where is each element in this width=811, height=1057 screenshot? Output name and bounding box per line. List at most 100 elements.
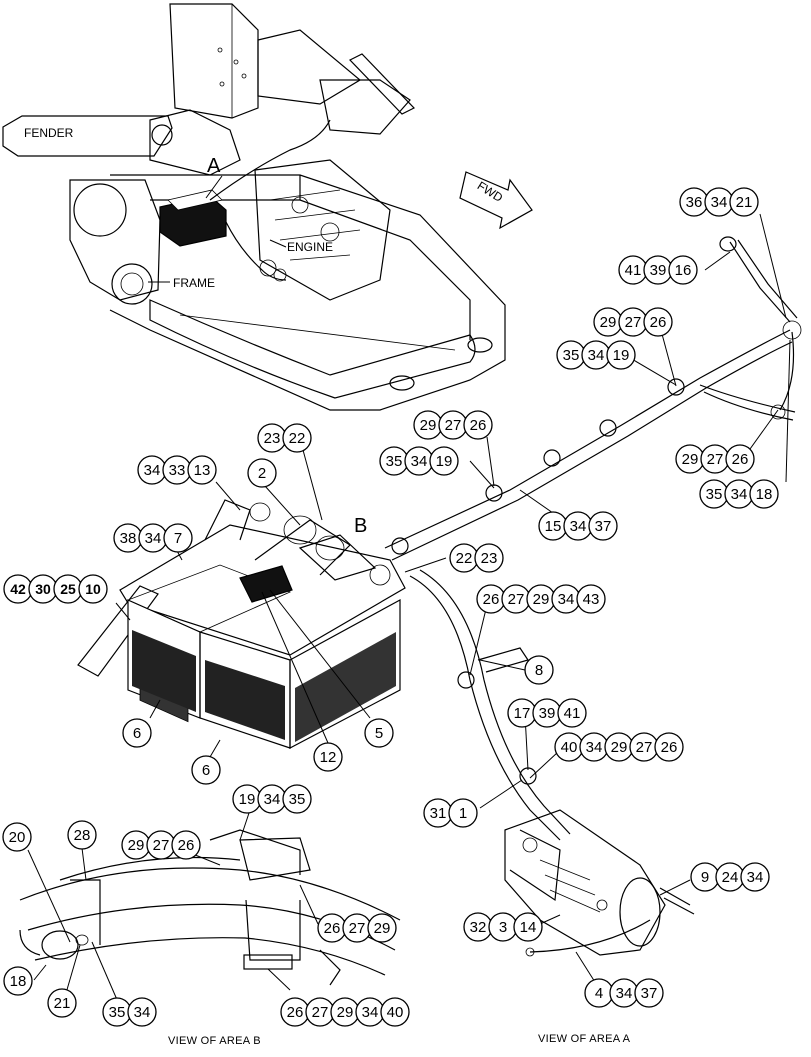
callout-number: 39 <box>539 705 556 722</box>
callout-balloon <box>122 718 152 748</box>
callout-number: 27 <box>625 314 642 331</box>
callout-number: 32 <box>470 919 487 936</box>
callout-number: 33 <box>169 462 186 479</box>
callout-balloon <box>187 455 217 485</box>
callout-number: 34 <box>711 194 728 211</box>
callout-number: 27 <box>445 417 462 434</box>
callout-balloon <box>513 912 543 942</box>
callout-number: 19 <box>239 791 256 808</box>
callout-balloon <box>557 698 587 728</box>
callout-number: 36 <box>686 194 703 211</box>
callout-number: 29 <box>337 1004 354 1021</box>
callout-number: 34 <box>616 985 633 1002</box>
callout-balloon <box>313 742 343 772</box>
callout-number: 26 <box>470 417 487 434</box>
callout-number: 34 <box>264 791 281 808</box>
callout-35-34-18: 35 34 18 <box>699 479 779 509</box>
callout-29-27-26-a: 29 27 26 <box>593 307 673 337</box>
callout-number: 16 <box>675 262 692 279</box>
callout-balloon <box>606 340 636 370</box>
callout-balloon <box>380 997 410 1027</box>
callout-number: 8 <box>535 662 543 679</box>
callout-number: 15 <box>545 518 562 535</box>
callout-balloon <box>171 830 201 860</box>
callout-35-34: 35 34 <box>102 997 157 1027</box>
callout-number: 18 <box>756 486 773 503</box>
callout-number: 12 <box>320 749 337 766</box>
callout-number: 19 <box>613 347 630 364</box>
callout-balloon <box>749 479 779 509</box>
callout-number: 34 <box>731 486 748 503</box>
callout-number: 27 <box>707 451 724 468</box>
callout-number: 34 <box>586 739 603 756</box>
area-a-label: A <box>207 155 221 177</box>
callout-20: 20 <box>2 822 32 852</box>
callout-number: 9 <box>701 869 709 886</box>
machine-overview: A FENDER FRAME ENGINE <box>2 3 506 411</box>
callout-8: 8 <box>524 655 554 685</box>
callout-number: 26 <box>650 314 667 331</box>
callout-number: 35 <box>386 453 403 470</box>
callout-balloon <box>668 255 698 285</box>
callout-number: 26 <box>324 920 341 937</box>
callout-balloon <box>78 574 108 604</box>
callout-number: 3 <box>499 919 507 936</box>
callout-number: 22 <box>456 550 473 567</box>
callout-number: 4 <box>595 985 603 1002</box>
callout-number: 27 <box>349 920 366 937</box>
callout-number: 29 <box>420 417 437 434</box>
callout-number: 10 <box>85 581 101 597</box>
callout-balloon <box>643 307 673 337</box>
callout-number: 17 <box>514 705 531 722</box>
callout-number: 37 <box>595 518 612 535</box>
callout-balloon <box>740 862 770 892</box>
callout-number: 35 <box>563 347 580 364</box>
callout-2: 2 <box>247 458 277 488</box>
callout-28: 28 <box>67 820 97 850</box>
callout-number: 41 <box>625 262 642 279</box>
callout-number: 35 <box>109 1004 126 1021</box>
callout-number: 35 <box>706 486 723 503</box>
callout-number: 34 <box>411 453 428 470</box>
callout-number: 40 <box>561 739 578 756</box>
callout-balloon <box>588 511 618 541</box>
callout-number: 34 <box>747 869 764 886</box>
callout-number: 37 <box>641 985 658 1002</box>
view-area-a-caption: VIEW OF AREA A <box>538 1033 631 1045</box>
callout-balloon <box>247 458 277 488</box>
callout-balloon <box>3 966 33 996</box>
callout-balloon <box>163 523 193 553</box>
callout-balloon <box>634 978 664 1008</box>
callout-6-b: 6 <box>191 755 221 785</box>
engine-label: ENGINE <box>287 240 333 254</box>
callout-balloon <box>524 655 554 685</box>
callout-number: 5 <box>375 725 383 742</box>
callout-number: 29 <box>682 451 699 468</box>
callout-number: 26 <box>483 591 500 608</box>
starter-motor <box>504 809 695 957</box>
view-area-b: VIEW OF AREA B <box>19 829 401 1047</box>
callout-number: 25 <box>60 581 76 597</box>
callout-number: 29 <box>600 314 617 331</box>
callout-18: 18 <box>3 966 33 996</box>
callout-number: 27 <box>636 739 653 756</box>
callout-number: 35 <box>289 791 306 808</box>
callout-number: 22 <box>289 430 306 447</box>
callout-number: 23 <box>481 550 498 567</box>
callout-number: 2 <box>258 465 266 482</box>
callout-balloon <box>191 755 221 785</box>
callout-number: 34 <box>134 1004 151 1021</box>
